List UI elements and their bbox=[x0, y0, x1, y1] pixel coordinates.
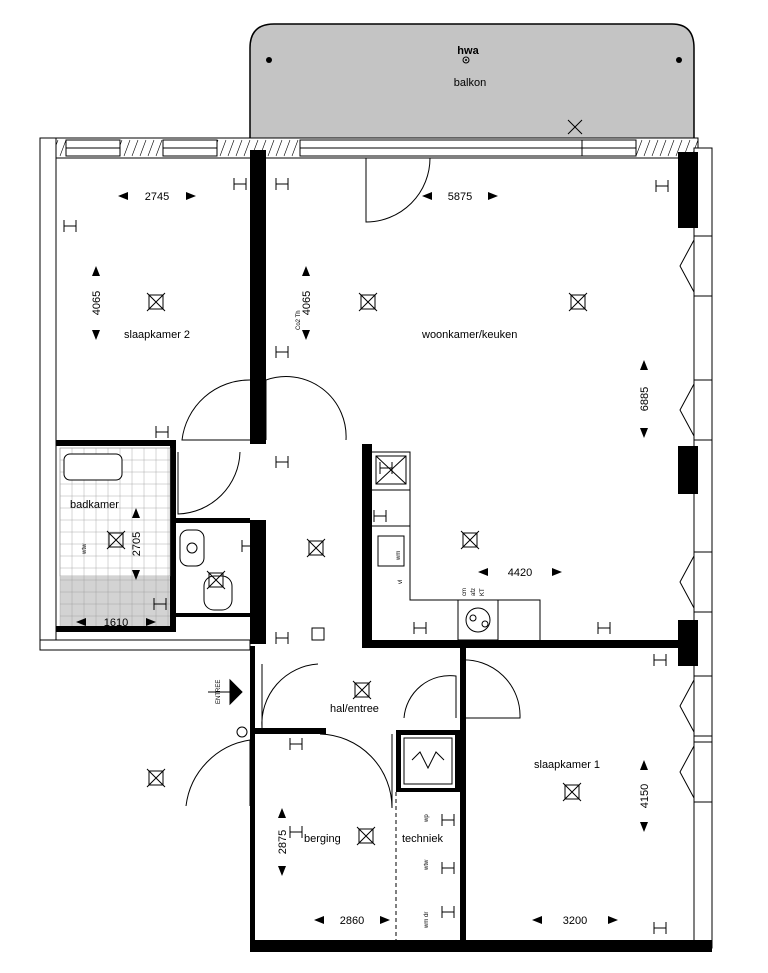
dim-sk2-depth: 4065 bbox=[91, 291, 103, 315]
wall-outlet-icon bbox=[275, 346, 289, 358]
dim-kitchen-width: 4420 bbox=[508, 567, 532, 579]
dim-berging-depth: 2875 bbox=[277, 830, 289, 854]
room-label-badkamer: badkamer bbox=[70, 499, 119, 511]
wall-outlet-icon bbox=[653, 654, 667, 666]
ceiling-light-icon bbox=[106, 530, 126, 550]
bathtub-icon bbox=[63, 453, 123, 481]
hwa-label: hwa bbox=[457, 45, 479, 57]
fridge-icon bbox=[457, 599, 499, 641]
ceiling-light-icon bbox=[568, 292, 588, 312]
cm-label: cm bbox=[462, 588, 468, 596]
meter-box-icon bbox=[403, 737, 453, 785]
structural-column bbox=[678, 152, 698, 666]
ceiling-light-icon bbox=[356, 826, 376, 846]
balcony-area bbox=[249, 23, 695, 141]
doorbell-icon bbox=[236, 726, 248, 738]
wall-outlet-icon bbox=[441, 814, 455, 826]
wtw-label-bath: wtw bbox=[82, 543, 88, 555]
door-swing bbox=[177, 157, 521, 809]
wm-label: wm bbox=[396, 551, 402, 561]
wall-outlet-icon bbox=[655, 180, 669, 192]
wall-outlet-icon bbox=[441, 906, 455, 918]
wall-outlet-icon bbox=[63, 220, 77, 232]
wp-label: wp bbox=[424, 814, 430, 823]
room-label-berging: berging bbox=[304, 833, 341, 845]
wall-outlet-icon bbox=[653, 922, 667, 934]
dim-berging-width: 2860 bbox=[340, 915, 364, 927]
ceiling-light-icon bbox=[206, 570, 226, 590]
dim-sk1-width: 3200 bbox=[563, 915, 587, 927]
wall-outlet-icon bbox=[275, 456, 289, 468]
wall-outlet-icon bbox=[379, 462, 393, 474]
wall-outlet-icon bbox=[289, 826, 303, 838]
wall-outlet-icon bbox=[233, 178, 247, 190]
window-right bbox=[693, 235, 713, 803]
wall-bottom-left bbox=[39, 639, 251, 651]
ceiling-light-icon bbox=[146, 768, 166, 788]
balcony-drain-icon bbox=[266, 57, 272, 63]
thermostat-icon bbox=[311, 627, 325, 641]
room-label-slaapkamer-1: slaapkamer 1 bbox=[534, 759, 600, 771]
wall-outlet-icon bbox=[275, 178, 289, 190]
wall-outlet-icon bbox=[241, 540, 255, 552]
dim-sk2-width: 2745 bbox=[145, 191, 169, 203]
outdoor-light-icon bbox=[567, 119, 583, 135]
room-label-techniek: techniek bbox=[402, 833, 443, 845]
dim-bath-depth: 2705 bbox=[131, 532, 143, 556]
hwa-drain-icon bbox=[462, 56, 470, 64]
interior-walls bbox=[56, 150, 678, 940]
kt-label: KT bbox=[480, 588, 486, 596]
ceiling-light-icon bbox=[358, 292, 378, 312]
entrance-door-icon bbox=[208, 678, 243, 706]
washbasin-icon bbox=[179, 529, 205, 567]
dim-sk1-depth: 4150 bbox=[639, 784, 651, 808]
wall-switch-icons bbox=[63, 178, 669, 934]
window-right-casement bbox=[679, 239, 695, 799]
wall-outlet-icon bbox=[413, 622, 427, 634]
wall-outlet-icon bbox=[441, 862, 455, 874]
wall-outlet-icon bbox=[153, 598, 167, 610]
kitchen-cabinet bbox=[372, 489, 410, 527]
balcony-drain-icon bbox=[676, 57, 682, 63]
wm-dr-label: wm dr bbox=[424, 912, 430, 929]
kitchen-sink bbox=[377, 535, 405, 567]
dim-bath-width: 1610 bbox=[104, 617, 128, 629]
room-label-slaapkamer-2: slaapkamer 2 bbox=[124, 329, 190, 341]
facade-wall-left bbox=[39, 137, 57, 649]
ceiling-light-icons bbox=[106, 292, 588, 846]
entrance-label: ENTREE bbox=[216, 680, 222, 704]
ceiling-light-icon bbox=[352, 680, 372, 700]
wall-outlet-icon bbox=[289, 738, 303, 750]
wall-outlet-icon bbox=[275, 632, 289, 644]
room-label-hal-entree: hal/entree bbox=[330, 703, 379, 715]
wall-outlet-icon bbox=[155, 426, 169, 438]
co2-sensor-label: Co2 Th bbox=[296, 310, 302, 330]
ceiling-light-icon bbox=[306, 538, 326, 558]
dimension-arrows bbox=[76, 192, 648, 924]
wall-outlet-icon bbox=[597, 622, 611, 634]
dim-wk-depth-left: 4065 bbox=[301, 291, 313, 315]
wall-outlet-icon bbox=[373, 510, 387, 522]
wall-bottom bbox=[250, 940, 712, 952]
kitchen-counter bbox=[372, 451, 541, 640]
ceiling-light-icon bbox=[460, 530, 480, 550]
wtw-label-techniek: wtw bbox=[424, 859, 430, 871]
ceiling-light-icon bbox=[562, 782, 582, 802]
dim-wk-depth-right: 6885 bbox=[639, 387, 651, 411]
cooktop-icon bbox=[375, 455, 407, 485]
vl-label: vl bbox=[398, 580, 404, 584]
balcony-label: balkon bbox=[454, 77, 486, 89]
toilet-icon bbox=[203, 575, 233, 611]
dim-wk-width: 5875 bbox=[448, 191, 472, 203]
afz-label: afz bbox=[471, 588, 477, 596]
room-label-woonkamer-keuken: woonkamer/keuken bbox=[421, 329, 517, 341]
window-top bbox=[65, 139, 637, 157]
ceiling-light-icon bbox=[146, 292, 166, 312]
wall-berging-left bbox=[250, 646, 255, 940]
